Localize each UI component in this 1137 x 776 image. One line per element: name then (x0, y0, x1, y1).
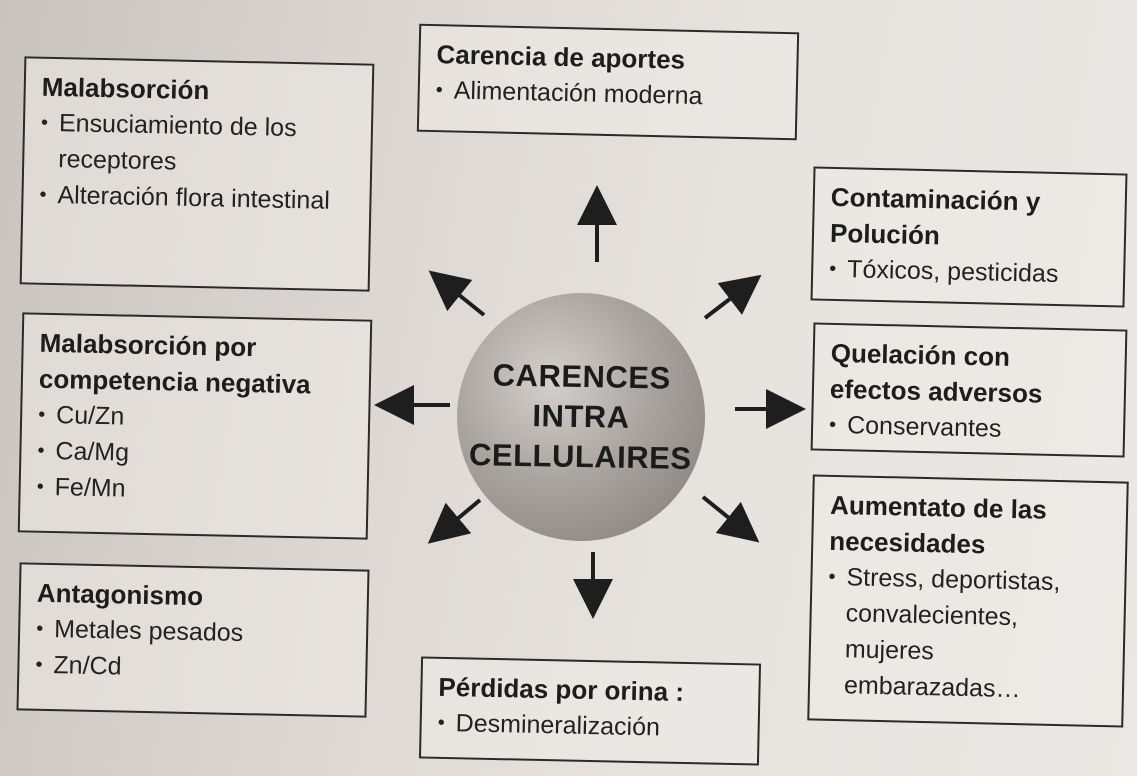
arrow-down-left (427, 498, 482, 544)
box-perdidas-por-orina: Pérdidas por orina : Desmineralización (418, 656, 762, 766)
box-carencia-de-aportes: Carencia de aportes Alimentación moderna (416, 23, 800, 141)
arrow-up-right (703, 274, 762, 320)
box-item: Conservantes (829, 407, 1110, 449)
box-antagonismo: Antagonismo Metales pesados Zn/Cd (16, 562, 370, 718)
box-item: Ensuciamiento de los receptores (40, 105, 357, 184)
box-contaminacion: Contaminación y Polución Tóxicos, pestic… (810, 166, 1128, 308)
box-item: Desmineralización (437, 705, 744, 747)
center-line-2: INTRA (532, 398, 630, 435)
box-item: Alimentación moderna (435, 72, 782, 116)
box-aumentato-necesidades: Aumentato de las necesidades Stress, dep… (807, 474, 1129, 728)
box-quelacion: Quelación con efectos adversos Conservan… (810, 322, 1128, 458)
box-item: Fe/Mn (36, 469, 353, 512)
center-line-1: CARENCES (492, 357, 671, 396)
box-item: Zn/Cd (35, 647, 352, 690)
box-item: Alteración flora intestinal (39, 177, 356, 220)
box-competencia-negativa: Malabsorción por competencia negativa Cu… (17, 312, 373, 540)
box-malabsorcion: Malabsorción Ensuciamiento de los recept… (19, 56, 375, 292)
center-line-3: CELLULAIRES (468, 437, 692, 476)
box-item: Tóxicos, pesticidas (829, 251, 1110, 293)
arrow-down-right (701, 495, 760, 543)
arrow-up-left (428, 270, 486, 317)
box-item: Stress, deportistas, convalecientes, muj… (826, 559, 1111, 709)
